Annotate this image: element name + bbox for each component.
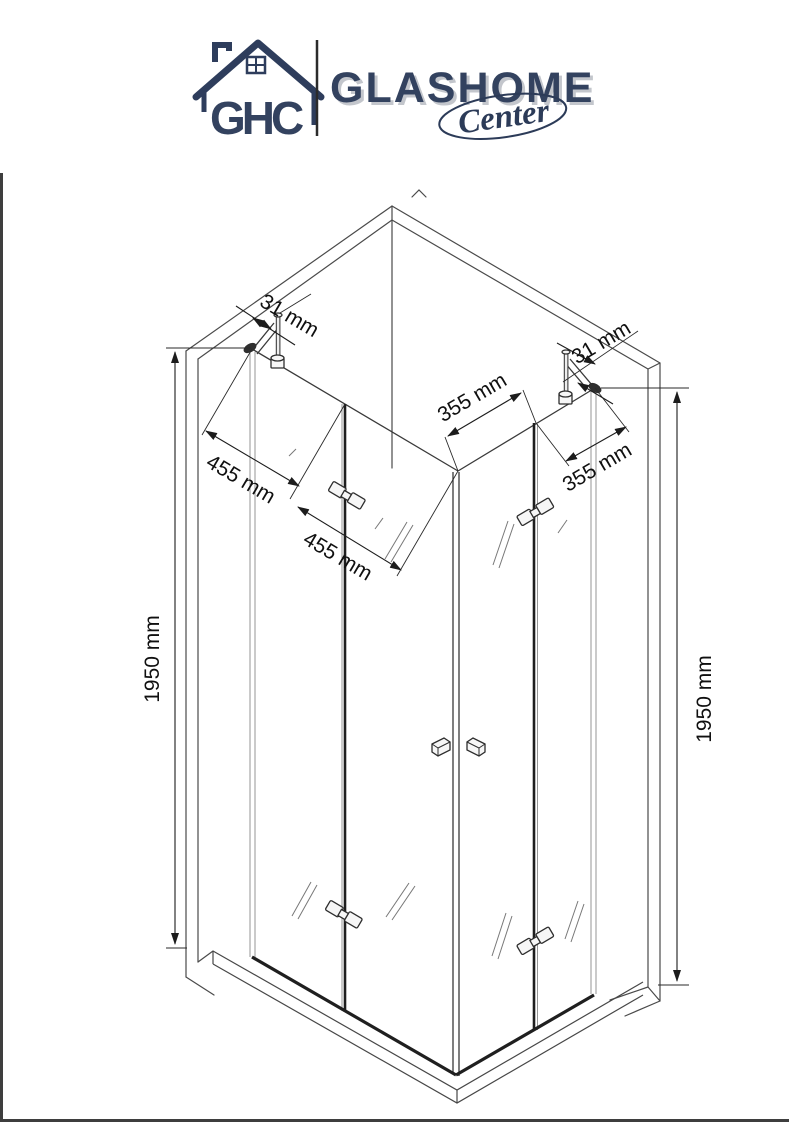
logo-brand-text: GLASHOME [330,64,594,112]
dimension-left-panel-a: 455 mm [201,348,346,509]
glass-reflections [288,448,585,960]
hardware [243,312,602,956]
hinge-icon [515,497,555,527]
dimension-label: 455 mm [202,450,279,508]
brand-logo: GHC GLASHOME GLASHOME Center [192,39,597,144]
glass-panels [249,348,597,1076]
right-hinge-pin [563,351,569,397]
dimension-height-right: 1950 mm [601,387,716,986]
left-wall-profile [249,352,256,957]
front-corner-edge [452,472,460,1076]
left-wall-bracket [243,312,285,369]
dimension-right-panel-b: 355 mm [535,387,636,497]
apex-tick [411,189,427,198]
glass-top-rim [251,348,596,472]
dimension-label: 355 mm [559,438,636,496]
house-icon: GHC [192,39,325,144]
dimension-right-panel-a: 355 mm [434,369,537,472]
back-walls [185,189,661,1017]
hinge-icon [515,926,555,956]
dimension-label: 355 mm [434,369,511,427]
logo-swoosh [438,92,568,140]
bottom-rails [251,955,595,1077]
door-knob-icon [431,737,451,757]
image-edge-border [0,173,789,1122]
logo-monogram: GHC [210,92,303,144]
dimension-label: 1950 mm [141,615,164,703]
dimension-label: 31 mm [256,290,323,342]
dimension-height-left: 1950 mm [141,347,251,949]
dimension-left-panel-b: 455 mm [297,470,459,586]
hinge-icon [327,480,367,511]
dimension-label: 455 mm [299,527,376,585]
logo-brand-shadow: GLASHOME [333,67,597,115]
dimension-label: 1950 mm [693,655,716,743]
shower-tray [212,950,644,1104]
right-wall-profile [590,389,597,994]
door-knob-icon [466,737,486,757]
